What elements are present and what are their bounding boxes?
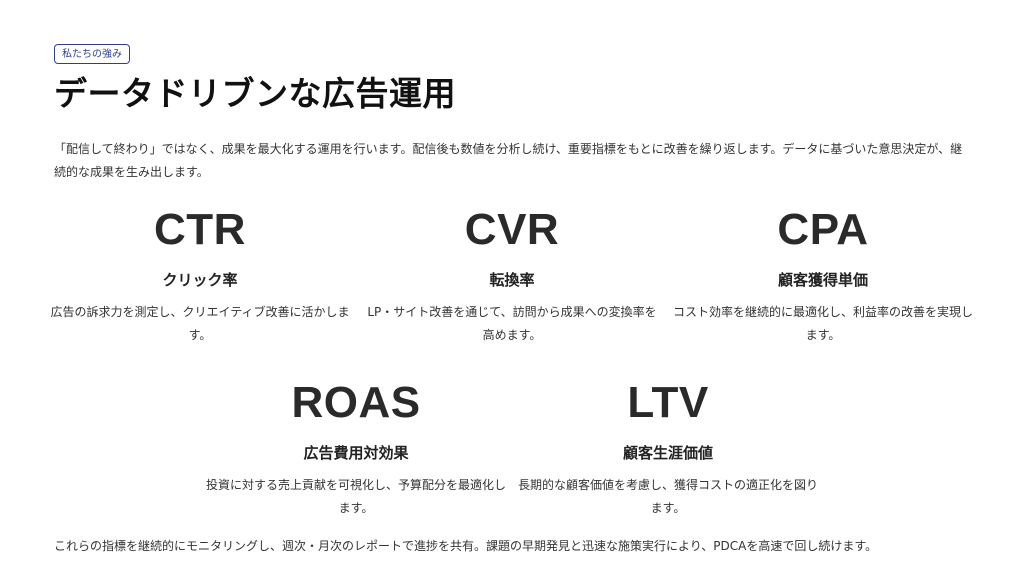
metric-abbr: CPA (777, 205, 869, 254)
metric-ctr: CTR クリック率 広告の訴求力を測定し、クリエイティブ改善に活かします。 (50, 205, 350, 347)
metric-description: 広告の訴求力を測定し、クリエイティブ改善に活かします。 (50, 305, 350, 342)
metric-abbr: CTR (154, 205, 246, 254)
metric-name: 顧客生涯価値 (622, 444, 713, 462)
metric-abbr: CVR (464, 205, 560, 254)
metric-description: 投資に対する売上貢献を可視化し、予算配分を最適化します。 (206, 478, 507, 515)
metric-name: クリック率 (162, 271, 238, 289)
metric-name: 広告費用対効果 (303, 444, 409, 462)
intro-paragraph: 「配信して終わり」ではなく、成果を最大化する運用を行います。配信後も数値を分析し… (54, 142, 963, 179)
metric-cpa: CPA 顧客獲得単価 コスト効率を継続的に最適化し、利益率の改善を実現します。 (673, 205, 973, 347)
metric-ltv: LTV 顧客生涯価値 長期的な顧客価値を考慮し、獲得コストの適正化を図ります。 (518, 378, 818, 520)
metric-description: コスト効率を継続的に最適化し、利益率の改善を実現します。 (673, 305, 974, 342)
metric-description: 長期的な顧客価値を考慮し、獲得コストの適正化を図ります。 (518, 478, 819, 515)
metric-roas: ROAS 広告費用対効果 投資に対する売上貢献を可視化し、予算配分を最適化します… (206, 378, 506, 520)
page-title: データドリブンな広告運用 (54, 74, 456, 113)
metric-cvr: CVR 転換率 LP・サイト改善を通じて、訪問から成果への変換率を高めます。 (362, 205, 662, 347)
metric-abbr: LTV (627, 378, 709, 427)
metric-description: LP・サイト改善を通じて、訪問から成果への変換率を高めます。 (367, 305, 657, 342)
metric-name: 顧客獲得単価 (777, 271, 868, 289)
metric-name: 転換率 (489, 271, 535, 289)
metric-abbr: ROAS (291, 378, 421, 427)
section-badge: 私たちの強み (54, 44, 130, 64)
footer-paragraph: これらの指標を継続的にモニタリングし、週次・月次のレポートで進捗を共有。課題の早… (54, 539, 878, 553)
